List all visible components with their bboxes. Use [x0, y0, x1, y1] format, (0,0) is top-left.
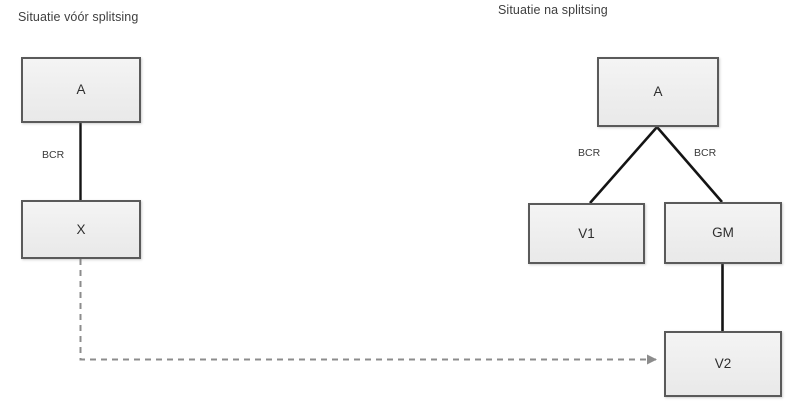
- node-x[interactable]: X: [21, 200, 141, 259]
- node-label: X: [76, 221, 86, 237]
- node-label: V1: [578, 225, 595, 241]
- panel-title-after: Situatie na splitsing: [498, 3, 608, 17]
- edge-label-bcr-right-1: BCR: [578, 147, 601, 159]
- node-v2[interactable]: V2: [664, 331, 782, 397]
- node-a-before[interactable]: A: [21, 57, 141, 123]
- node-label: V2: [714, 356, 732, 372]
- edge-a-after-to-gm: [656, 126, 723, 203]
- edge-label-bcr-right-2: BCR: [694, 147, 717, 159]
- edge-label-bcr-left: BCR: [42, 149, 65, 161]
- node-a-after[interactable]: A: [597, 57, 719, 127]
- node-v1[interactable]: V1: [528, 203, 645, 264]
- panel-title-before: Situatie vóór splitsing: [18, 10, 139, 24]
- node-label: A: [653, 84, 663, 100]
- node-label: A: [76, 82, 86, 98]
- node-label: GM: [712, 225, 734, 241]
- node-gm[interactable]: GM: [664, 202, 782, 264]
- edge-x-to-v2: [79, 259, 657, 365]
- edge-a-after-to-v1: [589, 126, 658, 204]
